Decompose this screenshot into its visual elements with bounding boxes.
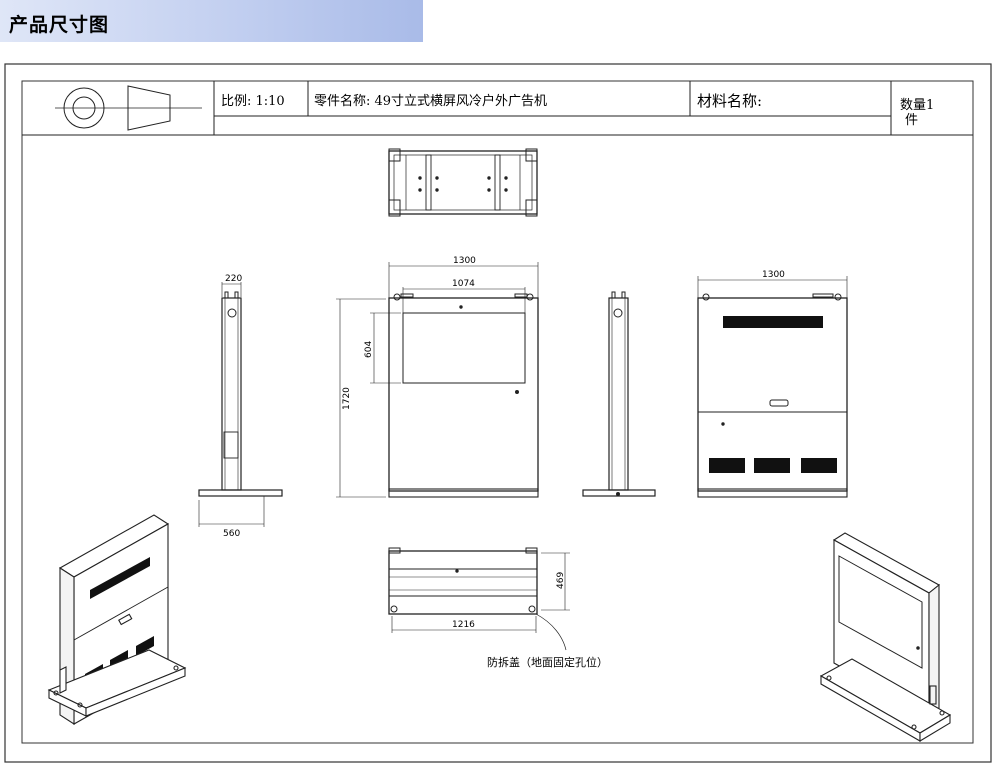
header-banner: 产品尺寸图 [0, 0, 423, 42]
isometric-back-view [47, 514, 187, 726]
right-side-view [582, 291, 656, 497]
back-view: 1300 [697, 270, 848, 498]
dim-base-depth-560: 560 [223, 529, 240, 539]
quantity-unit-label: 件 [905, 113, 918, 128]
material-label: 材料名称: [697, 92, 762, 110]
bottom-view: 469 1216 防拆盖（地面固定孔位） [388, 547, 608, 669]
title-block: 比例: 1:10 零件名称: 49寸立式横屏风冷户外广告机 材料名称: 数量1 … [22, 81, 973, 136]
dim-front-width-1300: 1300 [453, 256, 476, 266]
top-view [388, 148, 538, 217]
dim-side-depth-220: 220 [225, 274, 242, 284]
scale-label: 比例: 1:10 [221, 94, 285, 109]
dim-screen-height-604: 604 [364, 341, 374, 358]
part-name-label: 零件名称: 49寸立式横屏风冷户外广告机 [314, 93, 547, 109]
dim-bottom-width-1216: 1216 [452, 620, 475, 630]
sheet-outer-border [4, 63, 992, 763]
dim-bottom-depth-469: 469 [556, 572, 566, 589]
dim-screen-width-1074: 1074 [452, 279, 475, 289]
anchor-cover-annotation: 防拆盖（地面固定孔位） [487, 655, 608, 669]
left-side-view: 220 560 [198, 274, 283, 539]
dim-back-width-1300: 1300 [762, 270, 785, 280]
front-view: 1300 1074 1720 604 [336, 256, 539, 498]
page-title: 产品尺寸图 [9, 14, 110, 36]
quantity-label: 数量1 [900, 98, 934, 113]
dim-total-height-1720: 1720 [342, 387, 352, 410]
projection-symbol-icon [55, 85, 202, 131]
isometric-front-view [819, 532, 952, 742]
sheet-inner-border [21, 80, 974, 744]
